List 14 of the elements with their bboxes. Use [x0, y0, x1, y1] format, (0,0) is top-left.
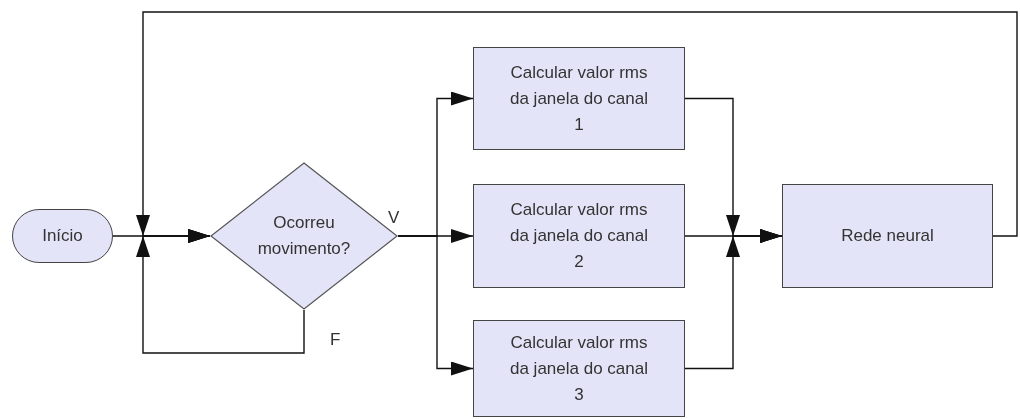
node-text: Calcular valor rms da janela do canal 1: [509, 61, 649, 136]
node-text: Calcular valor rms da janela do canal 3: [509, 331, 649, 406]
node-text: Calcular valor rms da janela do canal 2: [509, 199, 649, 273]
node-text: Início: [42, 225, 83, 247]
node-text: Rede neural: [841, 225, 934, 247]
node-text: Ocorreu movimento?: [256, 212, 352, 260]
decision-diamond: [210, 162, 398, 310]
process-box: [473, 47, 685, 150]
start-terminal: [12, 209, 113, 263]
branch-label: V: [388, 207, 400, 229]
process-box: [782, 184, 993, 288]
process-box: [473, 184, 685, 288]
branch-label: F: [330, 329, 341, 351]
process-box: [473, 320, 685, 417]
